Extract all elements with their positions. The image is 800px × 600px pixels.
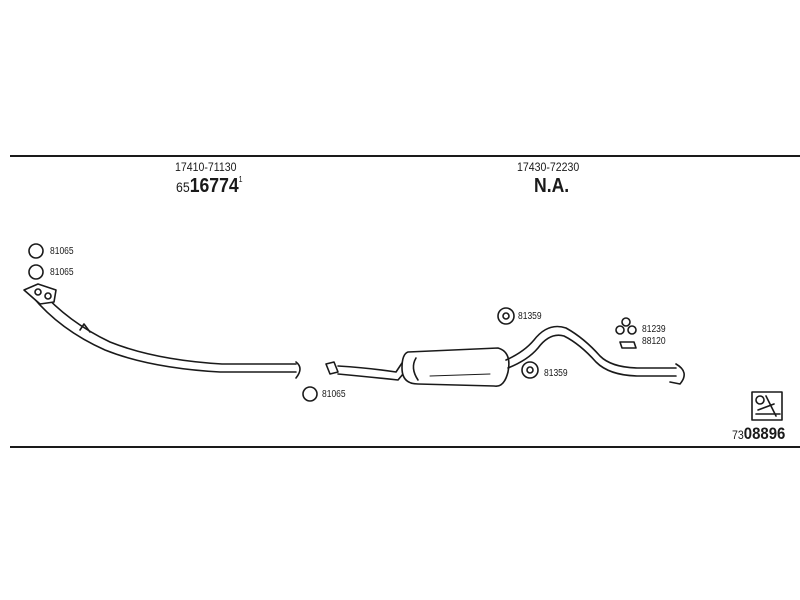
clamp-icon [615, 317, 637, 335]
catalog-code-left: 65167741 [176, 175, 243, 198]
callout-hanger-2: 81359 [544, 368, 568, 379]
catalog-code-footer-prefix: 73 [732, 428, 744, 442]
front-pipe [31, 289, 301, 379]
muffler [401, 347, 510, 388]
gasket-icon [302, 386, 318, 402]
top-rule [10, 155, 800, 157]
catalog-code-left-suffix: 1 [238, 175, 243, 184]
catalog-code-footer-main: 08896 [743, 424, 786, 443]
bracket-icon [619, 341, 637, 349]
catalog-code-left-prefix: 65 [176, 179, 190, 195]
callout-bracket: 88120 [642, 336, 666, 347]
catalog-code-footer: 7308896 [732, 424, 785, 444]
catalog-emblem-icon [751, 391, 783, 421]
callout-gasket-3: 81065 [322, 389, 346, 400]
gasket-icon [28, 243, 44, 259]
catalog-code-right: N.A. [534, 175, 570, 197]
hanger-icon [521, 361, 539, 379]
middle-pipe [325, 359, 409, 381]
part-number-right: 17430-72230 [517, 160, 580, 174]
callout-hanger-1: 81359 [518, 311, 542, 322]
gasket-icon [28, 264, 44, 280]
part-number-left: 17410-71130 [175, 160, 237, 174]
catalog-code-left-main: 16774 [189, 175, 239, 197]
hanger-icon [497, 307, 515, 325]
callout-gasket-2: 81065 [50, 267, 74, 278]
front-pipe-flange [23, 283, 57, 305]
tail-pipe [505, 325, 685, 385]
bottom-rule [10, 446, 800, 448]
callout-clamp: 81239 [642, 324, 666, 335]
callout-gasket-1: 81065 [50, 246, 74, 257]
